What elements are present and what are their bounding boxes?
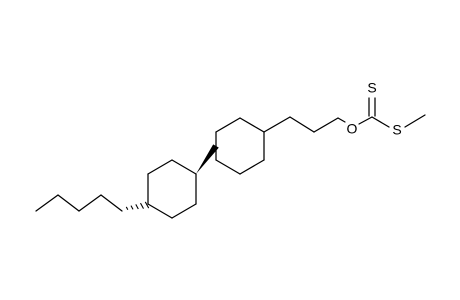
bond-pentyl-2 [57, 194, 80, 212]
hashed-stereo-bond [125, 201, 150, 210]
pentyl-chain [35, 194, 123, 212]
hash-line [135, 204, 139, 210]
bond-propyl-1 [263, 116, 291, 133]
bond-s-methyl [404, 114, 426, 128]
propyl-linker [263, 116, 346, 133]
bond-propyl-3 [313, 117, 339, 133]
bond-c-o [337, 117, 346, 123]
bond-pentyl-1 [35, 194, 59, 212]
ring-bond [147, 203, 173, 219]
hash-line [144, 201, 150, 209]
ring-bond [215, 159, 241, 175]
bond-pentyl-4 [100, 194, 123, 212]
cyclohexane-ring-right [215, 117, 265, 175]
ring-bond [147, 159, 173, 175]
wedge-stereo-bond [196, 144, 219, 174]
xanthate-group [358, 97, 426, 128]
thioether-sulfur-atom-label: S [392, 122, 401, 138]
cyclohexane-ring-left [147, 159, 197, 219]
bond-o-c [358, 116, 373, 125]
hash-line [125, 206, 129, 210]
hash-line [130, 205, 134, 210]
ring-bond [171, 203, 197, 219]
ring-bond [215, 117, 241, 133]
ring-bond [239, 159, 265, 175]
bond-propyl-2 [289, 116, 315, 133]
bond-c-s-single [371, 116, 390, 128]
ring-bond [171, 159, 197, 175]
atom-labels: O S S [347, 80, 402, 138]
hash-line [140, 202, 144, 209]
oxygen-atom-label: O [347, 121, 358, 137]
thione-sulfur-atom-label: S [367, 80, 376, 96]
ring-bond [239, 117, 265, 133]
bond-pentyl-3 [78, 194, 102, 212]
